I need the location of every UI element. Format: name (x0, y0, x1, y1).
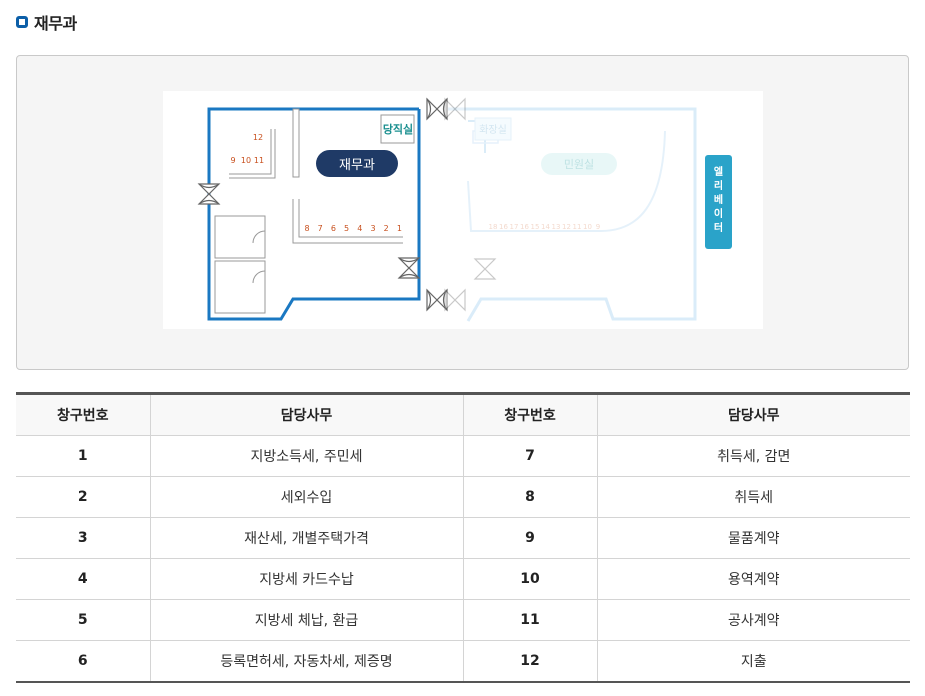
window-number-label: 18 (489, 223, 498, 231)
window-number-label: 12 (562, 223, 571, 231)
window-number-label: 14 (541, 223, 550, 231)
window-number: 6 (16, 640, 151, 683)
page-title: 재무과 (34, 14, 77, 33)
door-icon (426, 288, 448, 312)
window-number-label: 11 (254, 156, 264, 165)
window-task: 취득세 (596, 476, 910, 518)
window-number: 4 (16, 558, 151, 600)
window-task: 재산세, 개별주택가격 (149, 517, 464, 559)
window-number: 1 (16, 435, 151, 477)
table-row: 3 재산세, 개별주택가격 9 물품계약 (16, 517, 910, 559)
table-row: 4 지방세 카드수납 10 용역계약 (16, 558, 910, 600)
window-task: 공사계약 (596, 599, 910, 641)
column-header: 창구번호 (462, 393, 598, 436)
table-row: 1 지방소득세, 주민세 7 취득세, 감면 (16, 435, 910, 477)
window-number-label: 10 (583, 223, 592, 231)
window-number: 5 (16, 599, 151, 641)
window-number-label: 3 (370, 224, 375, 233)
door-icon (426, 97, 448, 121)
door-icon (473, 258, 497, 280)
window-number-label: 13 (552, 223, 561, 231)
current-dept-label: 재무과 (339, 158, 375, 173)
window-task: 지방세 카드수납 (149, 558, 464, 600)
column-header: 창구번호 (16, 393, 151, 436)
window-number: 11 (462, 599, 598, 641)
door-icons (197, 97, 497, 312)
window-number: 8 (462, 476, 598, 518)
window-number-label: 9 (230, 156, 235, 165)
window-number: 3 (16, 517, 151, 559)
duty-room-label: 당직실 (383, 122, 413, 136)
civil-service-badge (541, 153, 617, 175)
door-icon (197, 183, 221, 205)
window-number-label: 15 (531, 223, 540, 231)
table-row: 2 세외수입 8 취득세 (16, 476, 910, 518)
window-task: 용역계약 (596, 558, 910, 600)
window-task: 지출 (596, 640, 910, 683)
window-number-label: 17 (510, 223, 519, 231)
window-number-label: 1 (397, 224, 402, 233)
window-task: 물품계약 (596, 517, 910, 559)
window-number: 10 (462, 558, 598, 600)
table-header-row: 창구번호 담당사무 창구번호 담당사무 (16, 393, 910, 436)
table-row: 6 등록면허세, 자동차세, 제증명 12 지출 (16, 640, 910, 683)
window-number-label: 12 (253, 133, 263, 142)
window-number-label: 16 (520, 223, 529, 231)
window-number: 9 (462, 517, 598, 559)
window-number-label: 6 (331, 224, 336, 233)
window-duty-table: 창구번호 담당사무 창구번호 담당사무 1 지방소득세, 주민세 7 취득세, … (16, 392, 910, 683)
window-task: 취득세, 감면 (596, 435, 910, 477)
door-icon (444, 288, 466, 312)
window-number-label: 5 (344, 224, 349, 233)
window-number-label: 16 (499, 223, 508, 231)
window-number: 7 (462, 435, 598, 477)
door-icon (397, 257, 421, 279)
table-row: 5 지방세 체납, 환급 11 공사계약 (16, 599, 910, 641)
window-number-label: 9 (596, 223, 600, 231)
restroom-box (474, 117, 512, 141)
window-number-label: 8 (304, 224, 309, 233)
window-number-label: 10 (241, 156, 251, 165)
civil-service-label: 민원실 (564, 158, 594, 171)
section-heading: 재무과 (16, 11, 77, 33)
window-number-label: 2 (384, 224, 389, 233)
square-bullet-icon (16, 16, 28, 28)
column-header: 담당사무 (596, 393, 910, 436)
window-task: 지방소득세, 주민세 (149, 435, 464, 477)
window-number-label: 11 (573, 223, 582, 231)
window-number-label: 4 (357, 224, 362, 233)
window-task: 지방세 체납, 환급 (149, 599, 464, 641)
duty-room-box (380, 114, 415, 144)
restroom-label: 화장실 (479, 124, 507, 136)
window-number: 2 (16, 476, 151, 518)
elevator-block (705, 155, 732, 249)
door-icon (444, 97, 466, 121)
column-header: 담당사무 (149, 393, 464, 436)
window-number-label: 7 (318, 224, 323, 233)
window-task: 세외수입 (149, 476, 464, 518)
window-task: 등록면허세, 자동차세, 제증명 (149, 640, 464, 683)
window-number: 12 (462, 640, 598, 683)
current-dept-badge (316, 150, 398, 177)
